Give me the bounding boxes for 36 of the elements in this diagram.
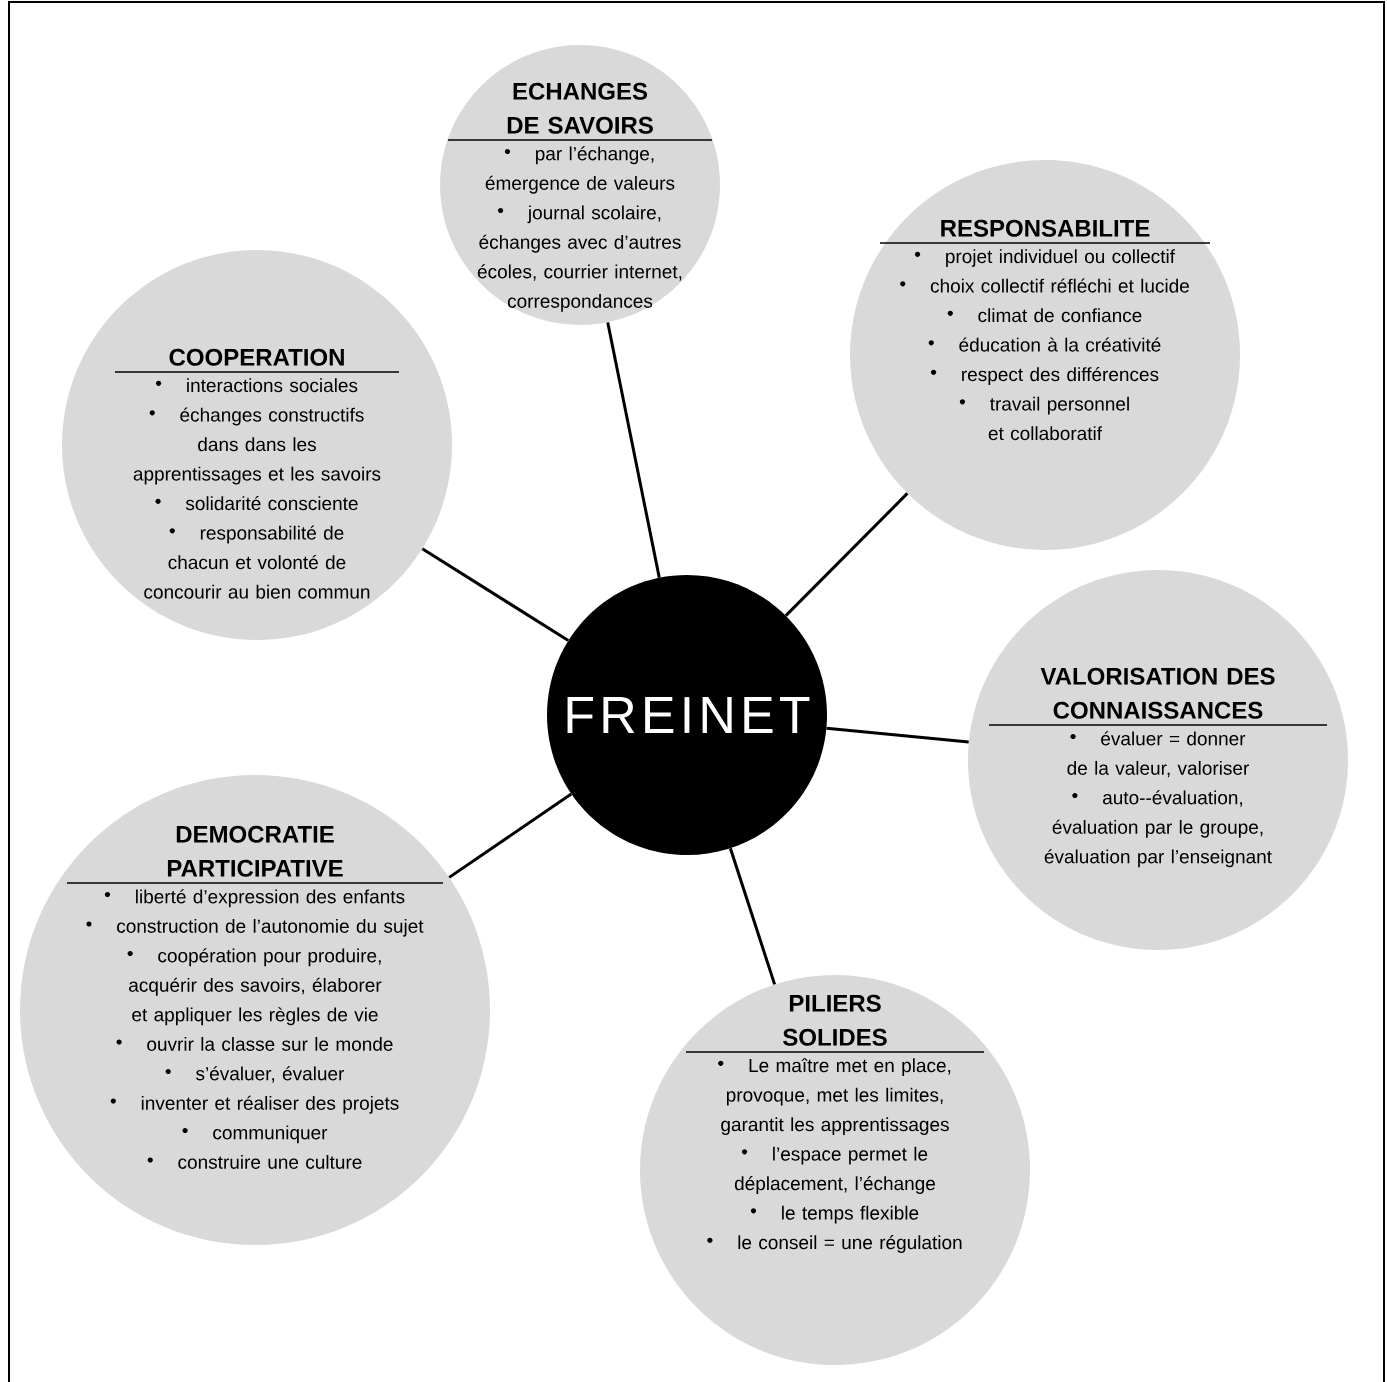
circle-heading: COOPERATION [169,348,344,366]
connector-line [606,322,661,578]
node-label: respect des différences [962,366,1159,385]
node-label: liberté d’expression des enfants [136,889,405,908]
node-label: communiquer [213,1125,328,1144]
node-label: éducation à la créativité [959,337,1161,352]
node-label: le conseil = une régulation [738,1235,962,1253]
node-label: solidarité consciente [185,495,358,511]
node-label: construire une culture [178,1154,362,1169]
circle-heading: PILIERS SOLIDES [783,994,887,1046]
node-label: interactions sociales [187,378,358,393]
connector-line [448,792,573,879]
bullet-list: évaluer = donner de la valeur, valoriser auto--évaluation, évaluation par le groupe, évaluation par l’enseignant [1044,731,1272,868]
node-label: choix collectif réfléchi et lucide [930,278,1189,293]
circle-heading: RESPONSABILITE [941,219,1150,237]
bullet-list: projet individuel ou collectif choix collectif réfléchi et lucide climat de confiance éducation à la créativité respect des différences travail personnel et collaboratif [900,249,1189,441]
node-label: construction de l’autonomie du sujet [117,918,424,937]
bullet-list: liberté d’expression des enfants construction de l’autonomie du sujet coopération pour produire, acquérir des savoirs, élaborer et appliquer les règles de vie ouvrir la classe sur le monde s’évaluer, évaluer inventer et réaliser des projets communiquer construire une culture [86,889,424,1169]
bullet-list: interactions sociales échanges constructifs dans dans les apprentissages et les savoirs solidarité consciente responsabilité de chacun et volonté de concourir au bien commun [133,378,381,599]
node-label: climat de confiance [978,308,1142,323]
connector-line [826,726,969,744]
node-label: inventer et réaliser des projets [141,1095,399,1114]
circle-heading: DEMOCRATIE PARTICIPATIVE [167,825,343,877]
node-label: le temps flexible [782,1205,919,1224]
node-label: s’évaluer, évaluer [196,1066,345,1083]
connector-line [784,492,909,617]
node-label: responsabilité de chacun et volonté de concourir au bien commun [144,525,370,599]
circle-heading: ECHANGES DE SAVOIRS [507,82,653,134]
node-label: travail personnel et collaboratif [988,396,1129,441]
circle-heading: VALORISATION DES CONNAISSANCES [1040,667,1275,719]
bullet-list: Le maître met en place, provoque, met les limites, garantit les apprentissages l’espace permet le déplacement, l’échange le temps flexible le conseil = une régulation [707,1058,962,1253]
connector-line [421,547,570,642]
connector-line [728,847,777,985]
bullet-list: par l’échange, émergence de valeurs journal scolaire, échanges avec d’autres écoles, courrier internet, correspondances [477,146,682,312]
node-label: ouvrir la classe sur le monde [147,1036,393,1051]
node-label: projet individuel ou collectif [946,249,1176,267]
